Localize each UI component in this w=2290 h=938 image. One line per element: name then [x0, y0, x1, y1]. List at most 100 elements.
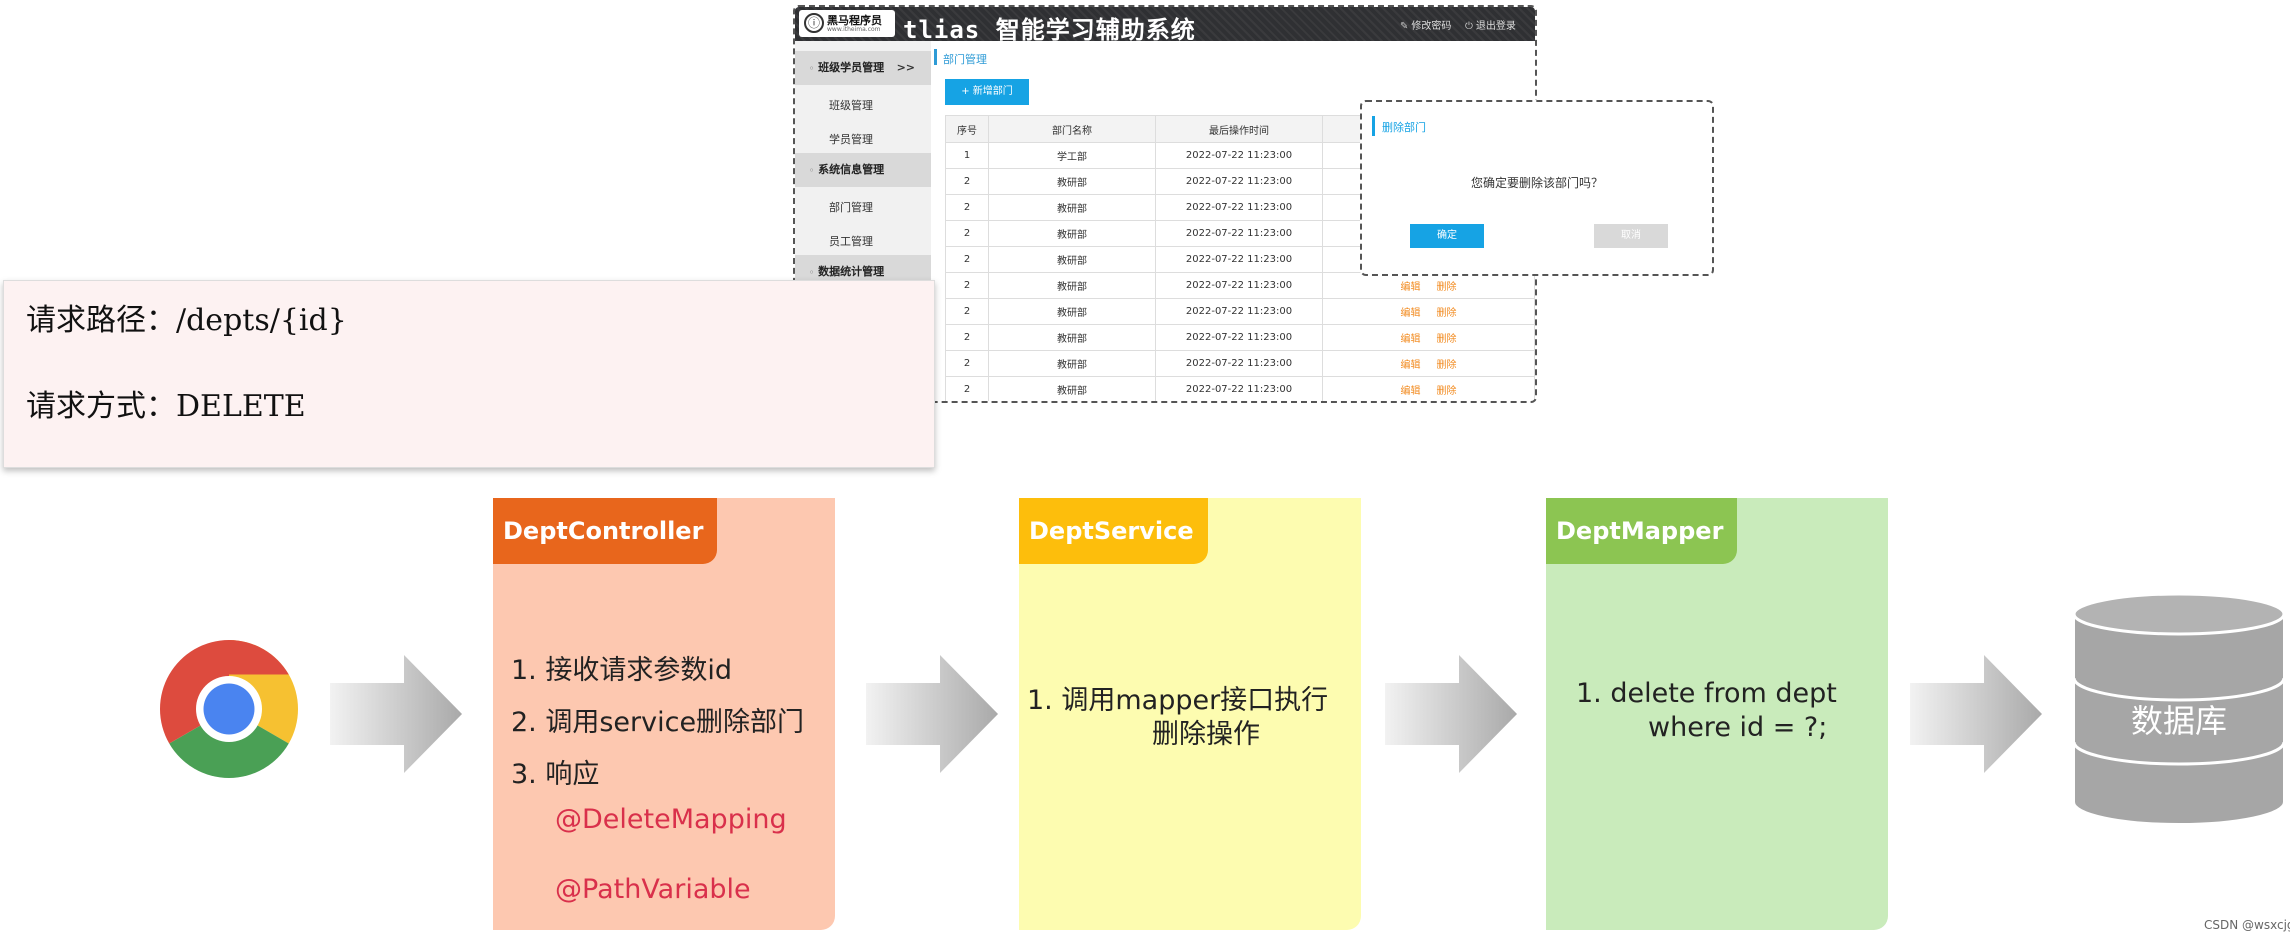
- edit-link[interactable]: 编辑: [1400, 308, 1421, 319]
- table-cell: 2: [945, 298, 989, 325]
- table-cell: 2022-07-22 11:23:00: [1155, 194, 1323, 221]
- delete-link[interactable]: 删除: [1436, 282, 1457, 293]
- add-department-button[interactable]: + 新增部门: [945, 79, 1029, 105]
- table-cell: 2: [945, 194, 989, 221]
- table-cell-actions: 编辑 删除: [1322, 272, 1535, 299]
- controller-step-2: 2. 调用service删除部门: [511, 707, 805, 738]
- table-cell: 2: [945, 220, 989, 247]
- edit-link[interactable]: 编辑: [1400, 360, 1421, 371]
- edit-link[interactable]: 编辑: [1400, 334, 1421, 345]
- delete-link[interactable]: 删除: [1436, 308, 1457, 319]
- power-icon: ⏻: [1465, 21, 1473, 32]
- logo-url: www.itheima.com: [827, 26, 881, 33]
- change-password-link[interactable]: ✎修改密码: [1400, 17, 1451, 32]
- table-cell-actions: 编辑 删除: [1322, 376, 1535, 401]
- logo: ⓘ 黑马程序员 www.itheima.com: [799, 10, 895, 37]
- flow-arrow-icon: [866, 655, 998, 773]
- mapper-title: DeptMapper: [1546, 498, 1738, 564]
- confirm-button[interactable]: 确定: [1410, 224, 1484, 248]
- edit-link[interactable]: 编辑: [1400, 386, 1421, 397]
- service-step-1-cont: 删除操作: [1152, 719, 1260, 750]
- table-cell: 2022-07-22 11:23:00: [1155, 324, 1323, 351]
- breadcrumb-marker: [934, 49, 937, 65]
- sidebar-group-label: 数据统计管理: [818, 265, 885, 278]
- table-cell: 2022-07-22 11:23:00: [1155, 376, 1323, 401]
- table-cell: 教研部: [988, 220, 1156, 247]
- table-cell: 2022-07-22 11:23:00: [1155, 220, 1323, 247]
- sidebar-group-label: 系统信息管理: [818, 163, 885, 176]
- annotation-path-variable: @PathVariable: [555, 874, 751, 905]
- pencil-icon: ✎: [1400, 21, 1409, 32]
- app-header: ⓘ 黑马程序员 www.itheima.com tlias 智能学习辅助系统 ✎…: [795, 7, 1535, 44]
- table-cell: 教研部: [988, 246, 1156, 273]
- controller-step-3: 3. 响应: [511, 759, 600, 790]
- dialog-title-marker: [1372, 116, 1375, 136]
- delete-link[interactable]: 删除: [1436, 360, 1457, 371]
- request-info-box: 请求路径：/depts/{id} 请求方式：DELETE: [3, 280, 935, 468]
- logout-label: 退出登录: [1475, 21, 1516, 32]
- bullet-icon: ◦: [809, 268, 815, 277]
- expand-arrow-icon: >>: [896, 61, 915, 74]
- breadcrumb: 部门管理: [943, 53, 987, 66]
- table-cell: 2022-07-22 11:23:00: [1155, 246, 1323, 273]
- mapper-step-1-cont: where id = ?;: [1648, 712, 1828, 743]
- logout-link[interactable]: ⏻退出登录: [1465, 17, 1516, 32]
- chrome-icon: [159, 640, 299, 779]
- controller-card: DeptController 1. 接收请求参数id 2. 调用service删…: [493, 498, 835, 930]
- table-cell: 教研部: [988, 194, 1156, 221]
- table-cell-actions: 编辑 删除: [1322, 298, 1535, 325]
- delete-link[interactable]: 删除: [1436, 334, 1457, 345]
- table-cell: 2: [945, 272, 989, 299]
- logo-name: 黑马程序员: [827, 14, 882, 27]
- table-cell: 2: [945, 350, 989, 377]
- flow-arrow-icon: [1910, 655, 2042, 773]
- table-cell: 2: [945, 246, 989, 273]
- table-cell: 教研部: [988, 324, 1156, 351]
- table-cell: 2022-07-22 11:23:00: [1155, 272, 1323, 299]
- database-label: 数据库: [2130, 702, 2227, 740]
- request-method: 请求方式：DELETE: [26, 389, 306, 424]
- table-cell: 2: [945, 324, 989, 351]
- table-cell: 教研部: [988, 298, 1156, 325]
- table-cell: 1: [945, 142, 989, 169]
- annotation-delete-mapping: @DeleteMapping: [555, 804, 787, 835]
- table-cell-actions: 编辑 删除: [1322, 324, 1535, 351]
- sidebar-group-class-student[interactable]: ◦班级学员管理 >>: [795, 51, 931, 85]
- controller-step-1: 1. 接收请求参数id: [511, 655, 732, 686]
- table-cell: 2022-07-22 11:23:00: [1155, 350, 1323, 377]
- column-header-time: 最后操作时间: [1155, 115, 1323, 143]
- table-cell: 学工部: [988, 142, 1156, 169]
- table-cell: 教研部: [988, 350, 1156, 377]
- sidebar-item-department[interactable]: 部门管理: [829, 201, 873, 214]
- service-title: DeptService: [1019, 498, 1208, 564]
- edit-link[interactable]: 编辑: [1400, 282, 1421, 293]
- watermark: CSDN @wsxcjg: [2204, 918, 2290, 932]
- dialog-title: 删除部门: [1382, 121, 1426, 134]
- database-icon: 数据库: [2072, 592, 2286, 830]
- cylinder-icon: [2072, 592, 2286, 825]
- request-path: 请求路径：/depts/{id}: [26, 303, 347, 338]
- mapper-step-1: 1. delete from dept: [1576, 678, 1837, 709]
- cancel-button[interactable]: 取消: [1594, 224, 1668, 248]
- sidebar-item-class[interactable]: 班级管理: [829, 99, 873, 112]
- flow-arrow-icon: [1385, 655, 1517, 773]
- delete-link[interactable]: 删除: [1436, 386, 1457, 397]
- controller-title: DeptController: [493, 498, 718, 564]
- sidebar-item-student[interactable]: 学员管理: [829, 133, 873, 146]
- sidebar-group-system-info[interactable]: ◦系统信息管理: [795, 153, 931, 187]
- bullet-icon: ◦: [809, 166, 815, 175]
- table-cell: 2022-07-22 11:23:00: [1155, 142, 1323, 169]
- table-cell: 教研部: [988, 376, 1156, 401]
- column-header-name: 部门名称: [988, 115, 1156, 143]
- table-cell: 2022-07-22 11:23:00: [1155, 298, 1323, 325]
- table-cell: 教研部: [988, 168, 1156, 195]
- table-cell-actions: 编辑 删除: [1322, 350, 1535, 377]
- sidebar-item-employee[interactable]: 员工管理: [829, 235, 873, 248]
- service-step-1: 1. 调用mapper接口执行: [1027, 685, 1329, 716]
- dialog-message: 您确定要删除该部门吗？: [1470, 176, 1603, 190]
- service-card: DeptService 1. 调用mapper接口执行 删除操作: [1019, 498, 1361, 930]
